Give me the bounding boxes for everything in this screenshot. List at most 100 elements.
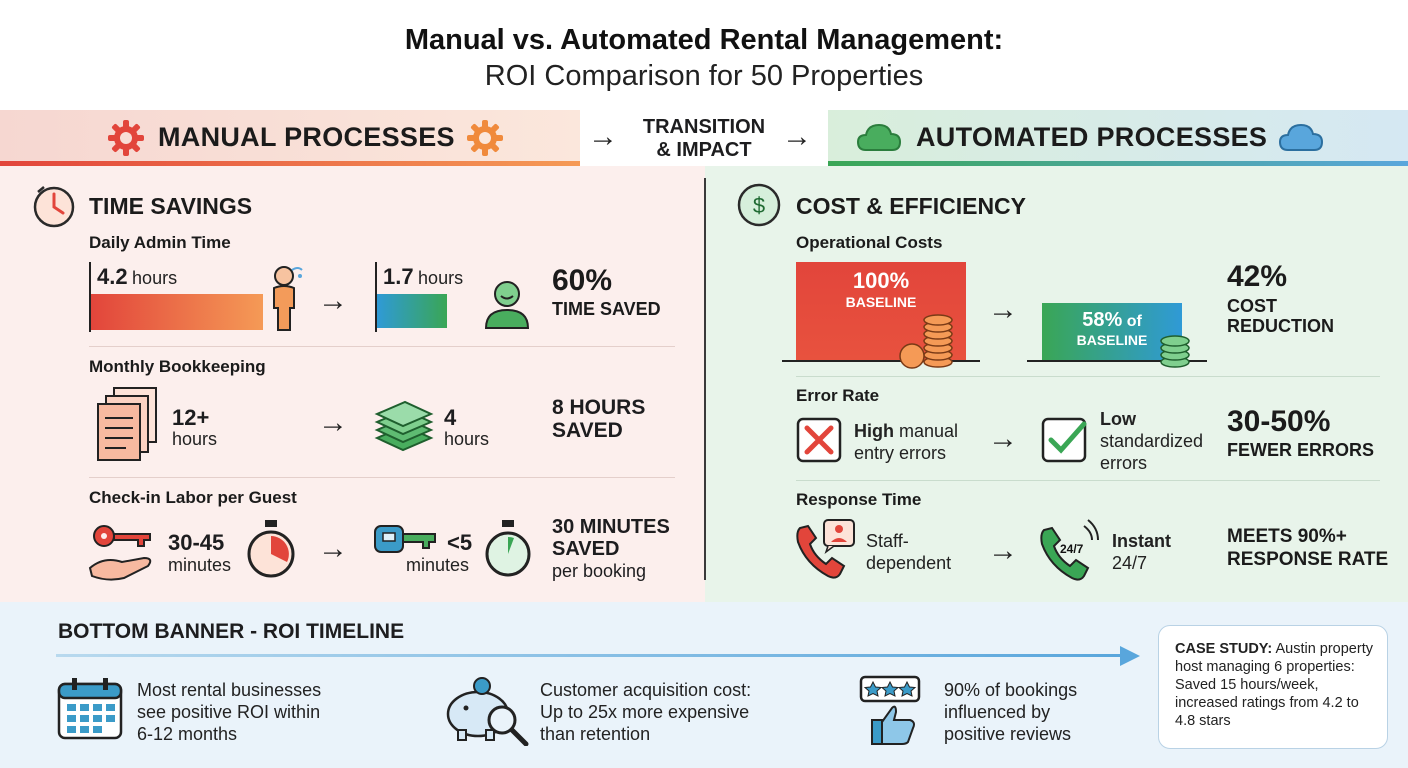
row-separator bbox=[796, 376, 1380, 377]
baseline-axis bbox=[782, 360, 980, 362]
checkin-stat: 30 MINUTES SAVED per booking bbox=[552, 516, 670, 581]
bookkeeping-manual-unit: hours bbox=[172, 429, 218, 449]
row-separator bbox=[89, 346, 675, 347]
documents-icon bbox=[96, 386, 162, 462]
automated-band-underline bbox=[828, 161, 1408, 166]
svg-text:$: $ bbox=[753, 193, 765, 218]
operational-costs-title: Operational Costs bbox=[796, 233, 943, 252]
stopwatch-icon bbox=[482, 518, 534, 580]
daily-admin-stat: 60% bbox=[552, 264, 613, 297]
daily-admin-manual-bar bbox=[91, 294, 263, 330]
row-separator bbox=[89, 477, 675, 478]
arrow-right-icon: → bbox=[988, 422, 1018, 455]
transition-line-1: TRANSITION bbox=[642, 116, 766, 138]
clock-icon bbox=[30, 182, 78, 230]
timeline-arrowhead-icon bbox=[1120, 646, 1140, 666]
bar-axis bbox=[89, 262, 91, 332]
error-rate-title: Error Rate bbox=[796, 386, 880, 405]
calendar-icon bbox=[56, 676, 124, 742]
operational-manual-label: BASELINE bbox=[845, 294, 917, 310]
case-study-label: CASE STUDY: bbox=[1175, 641, 1273, 657]
cost-efficiency-title: COST & EFFICIENCY bbox=[796, 193, 1027, 219]
checkin-manual-value: 30-45 bbox=[168, 530, 225, 555]
case-study-text: Austin property host managing 6 properti… bbox=[1175, 641, 1373, 729]
key-hand-icon bbox=[88, 518, 162, 582]
time-savings-panel bbox=[0, 166, 705, 602]
checkin-auto-unit: minutes bbox=[406, 555, 470, 575]
checkin-title: Check-in Labor per Guest bbox=[89, 488, 297, 507]
baseline-axis bbox=[1027, 360, 1207, 362]
error-stat: 30-50% bbox=[1227, 405, 1331, 438]
timeline-item-acquisition: Customer acquisition cost:Up to 25x more… bbox=[540, 680, 752, 744]
bookkeeping-manual-value: 12+ bbox=[172, 405, 210, 430]
arrow-right-icon: → bbox=[318, 532, 348, 565]
bookkeeping-title: Monthly Bookkeeping bbox=[89, 357, 266, 376]
gear-icon bbox=[465, 118, 505, 158]
coin-stack-icon bbox=[1155, 330, 1203, 370]
operational-auto-value: 58% of bbox=[1082, 309, 1142, 332]
arrow-right-icon: → bbox=[988, 293, 1018, 326]
error-x-icon bbox=[795, 416, 843, 464]
stressed-person-icon bbox=[262, 262, 306, 332]
roi-timeline-title: BOTTOM BANNER - ROI TIMELINE bbox=[58, 620, 405, 643]
arrow-right-icon: → bbox=[988, 534, 1018, 567]
response-time-title: Response Time bbox=[796, 490, 922, 509]
arrow-right-icon: → bbox=[318, 284, 348, 317]
stopwatch-icon bbox=[244, 518, 298, 580]
coin-stack-icon bbox=[894, 308, 958, 372]
checkmark-icon bbox=[1040, 416, 1090, 464]
phone-person-icon bbox=[794, 518, 862, 580]
error-stat-label: FEWER ERRORS bbox=[1227, 440, 1375, 460]
daily-admin-auto-value: 1.7 hours bbox=[383, 264, 464, 289]
page-title: Manual vs. Automated Rental Management: bbox=[404, 24, 1004, 56]
bookkeeping-auto-unit: hours bbox=[444, 429, 490, 449]
operational-auto-bar: 58% of BASELINE bbox=[1042, 303, 1182, 360]
daily-admin-manual-value: 4.2 hours bbox=[97, 264, 178, 289]
cash-stack-icon bbox=[373, 394, 435, 456]
manual-band-label: MANUAL PROCESSES bbox=[158, 122, 455, 152]
piggy-bank-icon bbox=[442, 676, 532, 746]
case-study-card: CASE STUDY: Austin property host managin… bbox=[1158, 625, 1388, 749]
page-subtitle: ROI Comparison for 50 Properties bbox=[484, 60, 924, 92]
row-separator bbox=[796, 480, 1380, 481]
transition-label: TRANSITION & IMPACT bbox=[632, 116, 776, 162]
bookkeeping-auto-value: 4 bbox=[444, 405, 457, 430]
cloud-icon bbox=[1278, 120, 1324, 154]
daily-admin-auto-bar bbox=[377, 294, 447, 328]
cost-efficiency-panel bbox=[705, 166, 1408, 602]
dollar-icon: $ bbox=[736, 182, 782, 228]
operational-auto-label: BASELINE bbox=[1076, 332, 1148, 349]
response-stat: MEETS 90%+ RESPONSE RATE bbox=[1227, 526, 1389, 570]
operational-manual-value: 100% bbox=[852, 268, 910, 293]
checkin-auto-value: <5 bbox=[447, 530, 473, 555]
cloud-icon bbox=[856, 120, 902, 154]
arrow-right-icon: → bbox=[318, 406, 348, 439]
operational-manual-bar: 100% BASELINE bbox=[796, 262, 966, 360]
operational-stat-label: COST REDUCTION bbox=[1227, 296, 1334, 336]
timeline-line bbox=[56, 654, 1124, 657]
bookkeeping-stat: 8 HOURS SAVED bbox=[552, 396, 646, 442]
automated-band-label: AUTOMATED PROCESSES bbox=[916, 122, 1268, 152]
arrow-right-icon: → bbox=[588, 120, 618, 153]
daily-admin-title: Daily Admin Time bbox=[89, 233, 231, 252]
manual-band-underline bbox=[0, 161, 580, 166]
transition-line-2: & IMPACT bbox=[656, 139, 752, 161]
phone-24-7-icon bbox=[1038, 516, 1104, 582]
rating-thumbs-up-icon bbox=[858, 674, 922, 746]
operational-stat: 42% bbox=[1227, 260, 1288, 293]
arrow-right-icon: → bbox=[782, 120, 812, 153]
happy-person-icon bbox=[482, 276, 532, 330]
24-7-badge: 24/7 bbox=[1060, 542, 1084, 556]
smart-key-icon bbox=[373, 522, 439, 556]
response-manual-text: Staff-dependent bbox=[866, 531, 952, 573]
daily-admin-stat-label: TIME SAVED bbox=[552, 299, 661, 319]
checkin-manual-unit: minutes bbox=[168, 555, 232, 575]
gear-icon bbox=[106, 118, 146, 158]
bar-axis bbox=[375, 262, 377, 332]
time-savings-title: TIME SAVINGS bbox=[89, 193, 253, 219]
